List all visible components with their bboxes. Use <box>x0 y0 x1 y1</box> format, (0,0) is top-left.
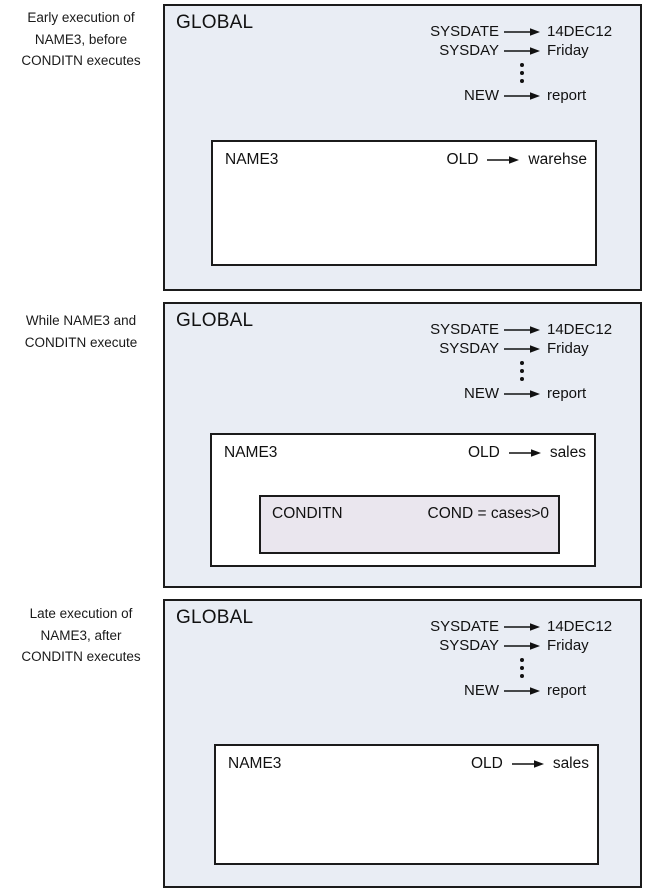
name3-scope-box: NAME3 OLD warehse <box>211 140 597 266</box>
variable-value: sales <box>552 755 589 772</box>
panel-caption: While NAME3 and CONDITN execute <box>0 310 162 353</box>
variable-value: 14DEC12 <box>547 321 613 338</box>
variable-value: report <box>547 87 587 104</box>
vertical-ellipsis-icon <box>499 63 545 83</box>
global-variable-table: SYSDATE 14DEC12 SYSDAY Friday NEW report <box>413 22 629 105</box>
name3-scope-box: NAME3 OLD sales <box>214 744 599 865</box>
global-variable-table: SYSDATE 14DEC12 SYSDAY Friday NEW report <box>413 320 629 403</box>
variable-row: NEW report <box>413 681 629 700</box>
variable-name: SYSDATE <box>430 321 499 338</box>
panel-caption: Early execution of NAME3, before CONDITN… <box>0 7 162 72</box>
variable-name: SYSDAY <box>439 637 499 654</box>
ellipsis-row <box>413 655 629 681</box>
variable-row: SYSDAY Friday <box>413 339 629 358</box>
variable-value: report <box>547 385 587 402</box>
caption-line: Late execution of <box>29 606 133 621</box>
variable-value: Friday <box>547 42 589 59</box>
variable-row: OLD sales <box>471 755 589 773</box>
variable-row: SYSDAY Friday <box>413 41 629 60</box>
variable-name: SYSDAY <box>439 340 499 357</box>
arrow-right-icon <box>508 448 541 458</box>
variable-value: 14DEC12 <box>547 23 613 40</box>
global-scope-title: GLOBAL <box>176 607 254 628</box>
global-scope-box: GLOBAL SYSDATE 14DEC12 SYSDAY Friday NEW <box>163 4 642 291</box>
name3-scope-title: NAME3 <box>224 444 278 461</box>
variable-name: OLD <box>470 755 503 772</box>
arrow-right-icon <box>499 27 545 37</box>
variable-name: SYSDATE <box>430 23 499 40</box>
name3-scope-title: NAME3 <box>228 755 282 772</box>
arrow-right-icon <box>499 325 545 335</box>
variable-name: OLD <box>467 444 500 461</box>
arrow-right-icon <box>499 686 545 696</box>
variable-name: SYSDATE <box>430 618 499 635</box>
caption-line: CONDITN executes <box>21 53 141 68</box>
variable-name: NEW <box>464 87 499 104</box>
variable-row: SYSDATE 14DEC12 <box>413 320 629 339</box>
global-scope-title: GLOBAL <box>176 12 254 33</box>
caption-line: CONDITN executes <box>21 649 141 664</box>
variable-name: NEW <box>464 682 499 699</box>
conditn-variable-binding: COND = cases>0 <box>427 505 549 522</box>
arrow-right-icon <box>499 91 545 101</box>
panel-late-execution: Late execution of NAME3, after CONDITN e… <box>0 594 647 891</box>
variable-value: Friday <box>547 637 589 654</box>
arrow-right-icon <box>499 344 545 354</box>
ellipsis-row <box>413 60 629 86</box>
ellipsis-row <box>413 358 629 384</box>
variable-value: sales <box>549 444 586 461</box>
panel-early-execution: Early execution of NAME3, before CONDITN… <box>0 0 647 297</box>
variable-row: OLD sales <box>468 444 586 462</box>
global-scope-box: GLOBAL SYSDATE 14DEC12 SYSDAY Friday NEW <box>163 302 642 588</box>
arrow-right-icon <box>499 389 545 399</box>
caption-line: Early execution of <box>27 10 135 25</box>
variable-row: NEW report <box>413 384 629 403</box>
arrow-right-icon <box>499 641 545 651</box>
variable-name: SYSDAY <box>439 42 499 59</box>
variable-row: NEW report <box>413 86 629 105</box>
variable-row: OLD warehse <box>447 151 587 169</box>
variable-value: 14DEC12 <box>547 618 613 635</box>
global-scope-title: GLOBAL <box>176 310 254 331</box>
arrow-right-icon <box>499 46 545 56</box>
variable-name: OLD <box>446 151 479 168</box>
vertical-ellipsis-icon <box>499 361 545 381</box>
caption-line: NAME3, after <box>40 627 122 643</box>
variable-value: warehse <box>528 151 587 168</box>
global-variable-table: SYSDATE 14DEC12 SYSDAY Friday NEW report <box>413 617 629 700</box>
arrow-right-icon <box>499 622 545 632</box>
variable-row: SYSDAY Friday <box>413 636 629 655</box>
name3-scope-title: NAME3 <box>225 151 279 168</box>
name3-scope-box: NAME3 OLD sales CONDITN COND = cases>0 <box>210 433 596 567</box>
variable-value: Friday <box>547 340 589 357</box>
vertical-ellipsis-icon <box>499 658 545 678</box>
caption-line: While NAME3 and <box>25 313 137 328</box>
caption-line: CONDITN execute <box>24 334 138 350</box>
caption-line: NAME3, before <box>34 31 128 47</box>
variable-row: SYSDATE 14DEC12 <box>413 617 629 636</box>
conditn-scope-box: CONDITN COND = cases>0 <box>259 495 560 554</box>
variable-value: report <box>547 682 587 699</box>
panel-while-execution: While NAME3 and CONDITN execute GLOBAL S… <box>0 297 647 594</box>
arrow-right-icon <box>487 155 520 165</box>
panel-caption: Late execution of NAME3, after CONDITN e… <box>0 603 162 668</box>
variable-row: SYSDATE 14DEC12 <box>413 22 629 41</box>
variable-name: NEW <box>464 385 499 402</box>
arrow-right-icon <box>511 759 544 769</box>
global-scope-box: GLOBAL SYSDATE 14DEC12 SYSDAY Friday NEW <box>163 599 642 888</box>
conditn-scope-title: CONDITN <box>272 505 343 522</box>
